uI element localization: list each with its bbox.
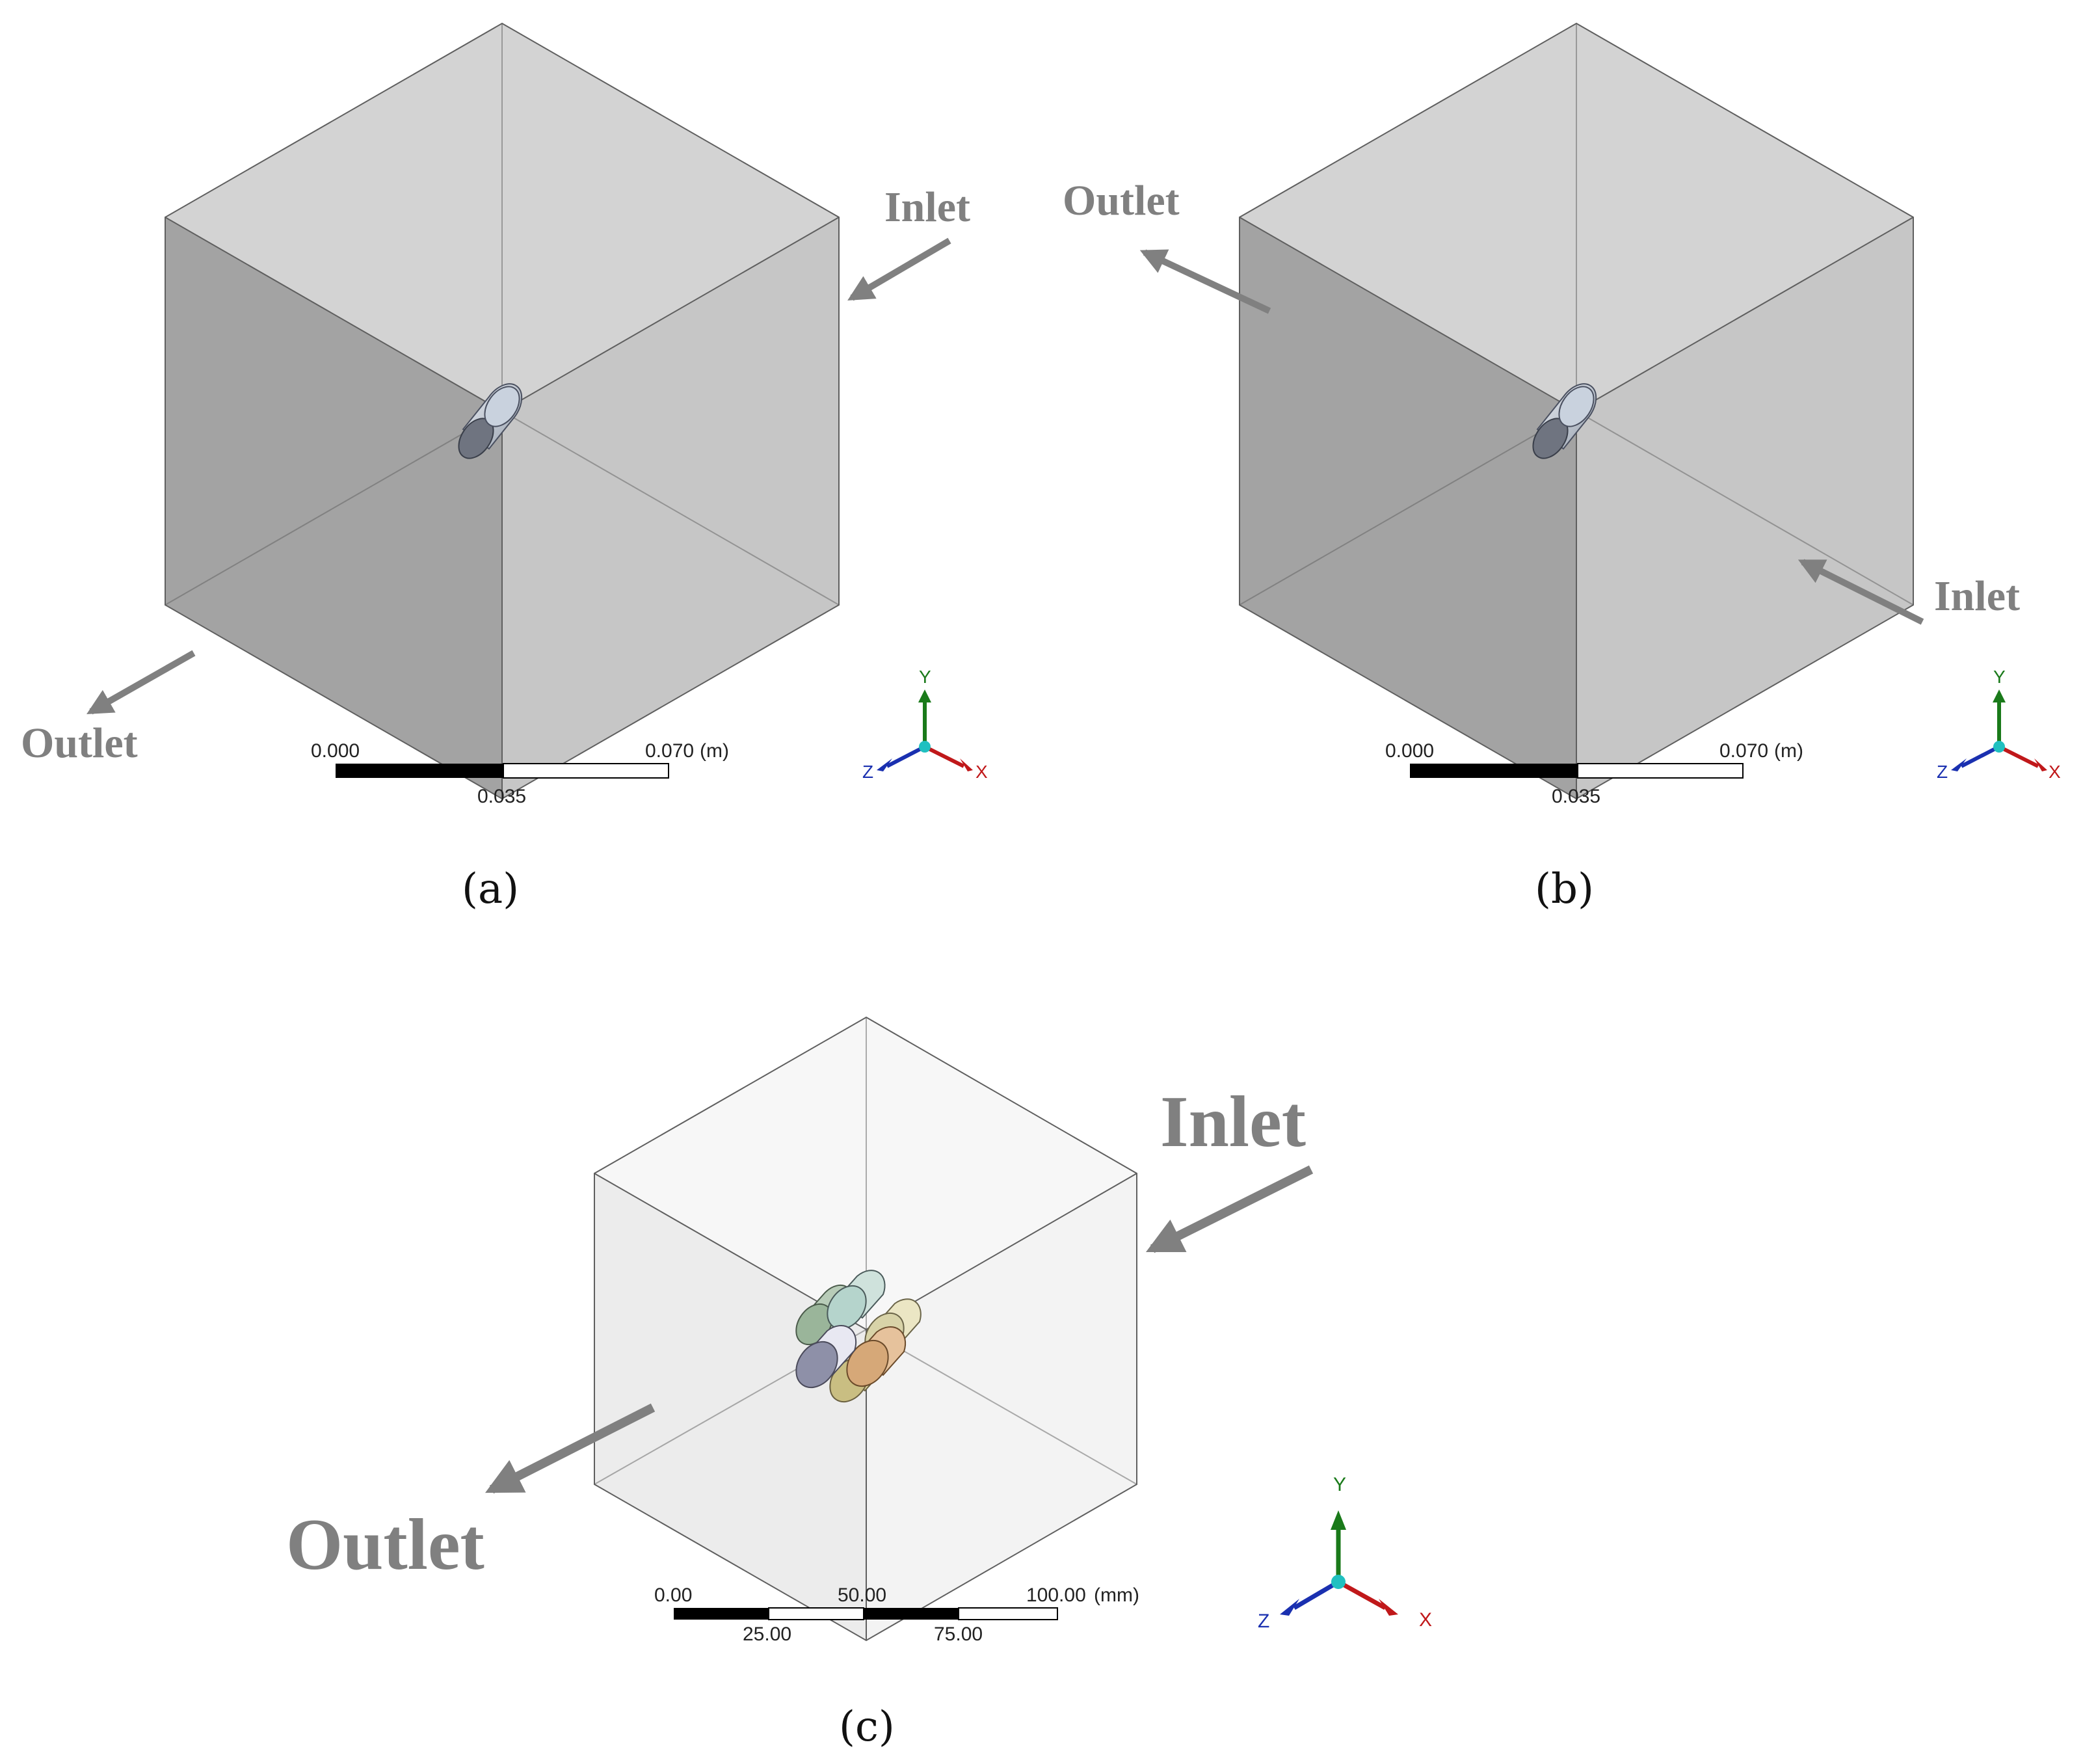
scale-bar-dark — [864, 1608, 959, 1620]
domain-cube — [165, 22, 840, 800]
axis-z-label: Z — [1258, 1610, 1269, 1632]
scale-bar: 0.000 0.035 0.070 (m) — [311, 740, 729, 807]
outlet-arrow — [485, 1403, 656, 1494]
inlet-label: Inlet — [884, 183, 970, 231]
panel-caption: (c) — [839, 1703, 895, 1751]
scale-label-q3: 75.00 — [934, 1624, 983, 1645]
axis-triad: Y X Z — [1258, 1474, 1432, 1632]
cube-hidden-edge — [866, 1329, 1137, 1485]
cylinder — [795, 1325, 857, 1389]
scale-bar-light — [1577, 763, 1744, 779]
domain-cube — [594, 1016, 1137, 1642]
outlet-arrow — [1139, 249, 1271, 314]
axis-y-label: Y — [919, 667, 931, 687]
scale-label-left: 0.000 — [1385, 740, 1434, 762]
scale-bar: 0.000 0.035 0.070 (m) — [1385, 740, 1803, 807]
axis-z-label: Z — [862, 762, 873, 782]
cylinder — [827, 1270, 886, 1330]
inlet-label: Inlet — [1160, 1082, 1306, 1162]
scale-label-q1: 25.00 — [743, 1624, 791, 1645]
scale-label-left: 0.000 — [311, 740, 360, 762]
cube-edge — [501, 217, 840, 412]
axis-y-label: Y — [1333, 1474, 1346, 1495]
panel-caption: (a) — [462, 865, 519, 913]
axis-triad: Y X Z — [862, 667, 988, 782]
axis-z-label: Z — [1937, 762, 1948, 782]
inlet-arrow — [1145, 1165, 1314, 1253]
axis-x-label: X — [1419, 1609, 1432, 1631]
cube-hidden-edge — [165, 410, 503, 606]
cube-edge — [1576, 217, 1914, 412]
cube-edge — [165, 217, 503, 412]
axis-triad: Y X Z — [1937, 667, 2061, 782]
scale-label-left: 0.00 — [654, 1584, 692, 1606]
scale-label-mid: 0.035 — [477, 786, 526, 807]
panel-b: Outlet Inlet 0.000 0.035 0.070 (m) Y X Z… — [1063, 22, 2061, 913]
scale-bar-light — [503, 763, 669, 779]
scale-bar-dark — [674, 1608, 769, 1620]
scale-bar-light — [958, 1607, 1058, 1620]
scale-label-right: 0.070 — [645, 740, 694, 762]
panel-c: Inlet Outlet 0.00 25.00 50.00 75.00 100.… — [286, 1016, 1432, 1751]
scale-bar: 0.00 25.00 50.00 75.00 100.00 (mm) — [654, 1584, 1139, 1645]
cube-edge — [1239, 217, 1577, 412]
scale-unit: (mm) — [1094, 1584, 1139, 1606]
axis-y-label: Y — [1993, 667, 2006, 687]
outlet-label: Outlet — [286, 1504, 484, 1585]
cylinder — [458, 383, 523, 459]
cylinder — [846, 1326, 907, 1387]
scale-label-right: 100.00 — [1026, 1584, 1086, 1606]
scale-label-mid: 50.00 — [838, 1584, 886, 1606]
scale-label-right: 0.070 — [1719, 740, 1768, 762]
outlet-label: Outlet — [1063, 177, 1180, 224]
panel-a: Inlet Outlet 0.000 0.035 0.070 (m) Y X Z… — [21, 22, 988, 913]
outlet-arrow — [86, 650, 196, 715]
axis-x-label: X — [975, 762, 988, 782]
scale-unit: (m) — [700, 740, 729, 762]
cylinder-bundle — [795, 1270, 922, 1403]
cube-hidden-edge — [501, 410, 840, 606]
cube-hidden-edge — [1576, 410, 1914, 606]
inlet-arrow — [847, 237, 951, 301]
scale-bar-light — [768, 1607, 864, 1620]
domain-cube — [1239, 22, 1914, 800]
outlet-label: Outlet — [21, 719, 138, 767]
inlet-label: Inlet — [1934, 572, 2020, 620]
axis-x-label: X — [2049, 762, 2061, 782]
scale-bar-dark — [1410, 764, 1578, 778]
scale-bar-dark — [336, 764, 503, 778]
scale-unit: (m) — [1774, 740, 1803, 762]
scale-label-mid: 0.035 — [1552, 786, 1600, 807]
inlet-arrow — [1798, 559, 1924, 625]
cylinder — [1532, 383, 1597, 459]
cube-hidden-edge — [1239, 410, 1577, 606]
panel-caption: (b) — [1535, 865, 1594, 913]
